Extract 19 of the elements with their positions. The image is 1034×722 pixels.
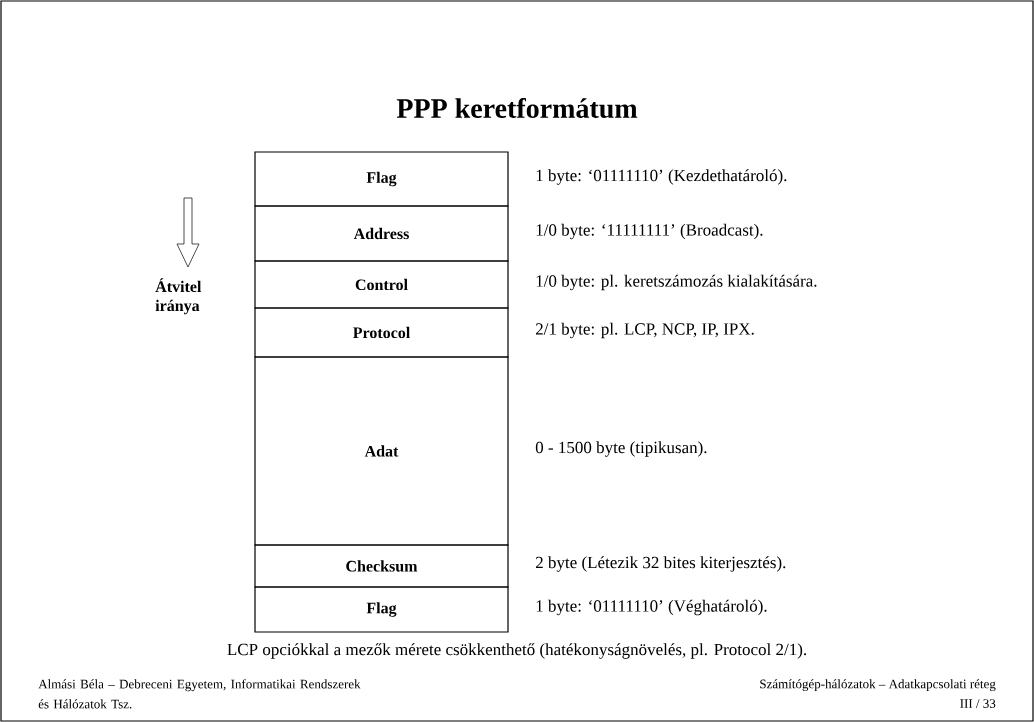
field-description: 1/0 byte: pl. keretszámozás kialakítására. xyxy=(536,274,817,291)
field-box: Adat xyxy=(254,356,509,546)
field-box: Protocol xyxy=(254,307,509,358)
field-box: Control xyxy=(254,260,509,309)
field-description: 1/0 byte: ‘11111111’ (Broadcast). xyxy=(536,223,763,240)
field-box: Checksum xyxy=(254,544,509,588)
field-box: Flag xyxy=(254,151,509,207)
field-description: 1 byte: ‘01111110’ (Véghatároló). xyxy=(536,599,767,616)
title: PPP keretformátum xyxy=(396,97,638,119)
footer-text: Számítógép-hálózatok – Adatkapcsolati réteg xyxy=(760,679,996,692)
field-box: Flag xyxy=(254,586,509,633)
field-box: Address xyxy=(254,205,509,262)
field-description: 2 byte (Létezik 32 bites kiterjesztés). xyxy=(535,556,786,572)
field-description: 2/1 byte: pl. LCP, NCP, IP, IPX. xyxy=(535,322,754,339)
field-description: 1 byte: ‘01111110’ (Kezdethatároló). xyxy=(536,169,787,185)
page-number: III / 33 xyxy=(960,699,996,708)
direction-label: Átvitel iránya xyxy=(155,278,202,315)
field-description: 0 - 1500 byte (tipikusan). xyxy=(535,441,707,457)
footer-text: Almási Béla – Debreceni Egyetem, Informatikai Rendszerek és Hálózatok Tsz. xyxy=(38,679,361,709)
